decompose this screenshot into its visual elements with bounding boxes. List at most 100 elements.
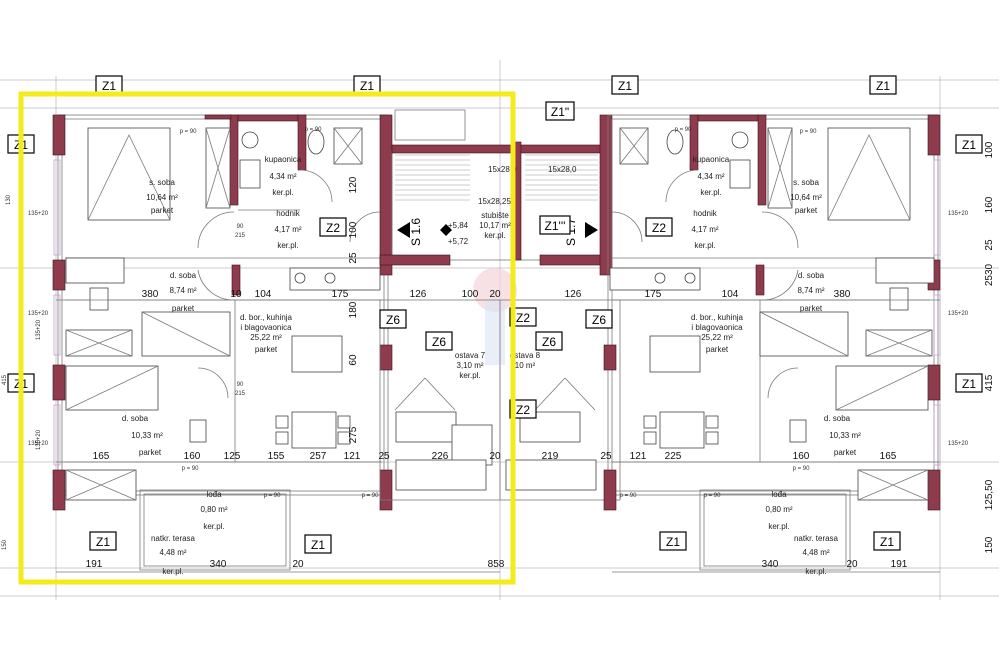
- edge-dim: 2530: [984, 263, 995, 286]
- room-finish: parket: [172, 304, 195, 313]
- room-area: 10,64 m²: [146, 193, 178, 202]
- dim-value: 20: [846, 559, 858, 570]
- stair-label-left: 15x28,0: [488, 165, 517, 174]
- left-unit-walls: [52, 114, 393, 511]
- dim-value: 175: [645, 289, 662, 300]
- room-finish: ker.pl.: [768, 522, 789, 531]
- room-finish: parket: [834, 448, 857, 457]
- dim-value: 10: [230, 289, 242, 300]
- note: 215: [235, 391, 246, 397]
- dim-value: 20: [292, 559, 304, 570]
- ostava-7-finish: ker.pl.: [459, 371, 480, 380]
- dim-value: 225: [665, 451, 682, 462]
- svg-text:Z2: Z2: [516, 403, 530, 417]
- note: p = 90: [180, 129, 198, 135]
- storage-area: ostava 7 3,10 m² ker.pl. ostava 8 10 m²: [379, 299, 621, 501]
- svg-text:Z1: Z1: [880, 535, 894, 549]
- edge-dim: 100: [984, 141, 995, 158]
- svg-text:Z6: Z6: [592, 313, 606, 327]
- edge-dim: 160: [984, 196, 995, 213]
- svg-text:Z1: Z1: [311, 538, 325, 552]
- room-area: 25,22 m²: [250, 333, 282, 342]
- room-area: 10,33 m²: [131, 431, 163, 440]
- tag-z1: Z1: [955, 373, 983, 393]
- svg-text:Z1''': Z1''': [545, 219, 566, 233]
- tag-z6: Z6: [425, 331, 453, 351]
- ostava-8-area: 10 m²: [515, 361, 536, 370]
- room-name: kupaonica: [265, 155, 302, 164]
- room-finish: ker.pl.: [277, 241, 298, 250]
- dim-value: 25: [348, 252, 359, 264]
- tag-z1-prime2: Z1''': [539, 215, 571, 235]
- room-area: 8,74 m²: [169, 286, 196, 295]
- room-area: 10,64 m²: [790, 193, 822, 202]
- room-area: 4,48 m²: [802, 548, 829, 557]
- svg-text:Z1": Z1": [551, 105, 569, 119]
- room-finish: parket: [139, 448, 162, 457]
- note: p = 90: [793, 466, 811, 472]
- svg-text:Z1: Z1: [360, 79, 374, 93]
- tag-z1: Z1: [89, 531, 117, 551]
- note: p = 90: [620, 493, 638, 499]
- edge-dim: 135+20: [36, 429, 42, 450]
- tag-z6: Z6: [379, 309, 407, 329]
- room-area: 0,80 m²: [765, 505, 792, 514]
- tag-z1-prime: Z1": [545, 101, 575, 121]
- dim-value: 120: [348, 176, 359, 193]
- room-name: d. soba: [798, 271, 825, 280]
- svg-text:Z1: Z1: [962, 377, 976, 391]
- dim-value: 20: [489, 451, 501, 462]
- room-finish: parket: [795, 206, 818, 215]
- room-name: s. soba: [149, 178, 175, 187]
- dim-value: 257: [310, 451, 327, 462]
- dim-value: 160: [184, 451, 201, 462]
- dim-value: 100: [348, 221, 359, 238]
- room-name-2: i blagovaonica: [691, 323, 743, 332]
- dim-value: 165: [93, 451, 110, 462]
- edge-dim: 130: [6, 194, 12, 205]
- elev-top: +5,84: [448, 221, 469, 230]
- watermark-logo: [473, 268, 517, 312]
- room-name: d. bor., kuhinja: [691, 313, 744, 322]
- highlight-frame: [18, 91, 516, 585]
- dim-value: 340: [762, 559, 779, 570]
- room-name: hodnik: [276, 209, 301, 218]
- section-arrow-right-icon: [585, 222, 598, 238]
- svg-text:Z6: Z6: [386, 313, 400, 327]
- svg-text:Z1: Z1: [618, 79, 632, 93]
- stair-name: stubište: [481, 211, 509, 220]
- dim-value: 126: [565, 289, 582, 300]
- svg-text:Z6: Z6: [432, 335, 446, 349]
- room-area: 4,17 m²: [691, 225, 718, 234]
- edge-dim: 135+20: [36, 319, 42, 340]
- svg-text:Z1: Z1: [102, 79, 116, 93]
- svg-text:Z1: Z1: [96, 535, 110, 549]
- note: 135+20: [28, 211, 49, 217]
- tag-z1: Z1: [95, 75, 123, 95]
- svg-text:Z1: Z1: [876, 79, 890, 93]
- tag-z2: Z2: [509, 307, 537, 327]
- room-area: 4,17 m²: [274, 225, 301, 234]
- room-name: natkr. terasa: [151, 534, 196, 543]
- dimension-text: 380 10 104 175 126 100 20 165 160 125 15…: [86, 176, 908, 570]
- dim-value: 165: [880, 451, 897, 462]
- room-area: 8,74 m²: [797, 286, 824, 295]
- opening-tags: Z1 Z1 Z1 Z1 Z1" Z1''' Z1 Z1 Z1 Z1 Z1 Z1 …: [7, 75, 983, 554]
- edge-dim: 150: [2, 539, 8, 550]
- dim-value: 100: [462, 289, 479, 300]
- tag-z6: Z6: [535, 331, 563, 351]
- tag-z2: Z2: [319, 217, 347, 237]
- note: 135+20: [28, 441, 49, 447]
- ostava-7-name: ostava 7: [455, 351, 486, 360]
- stair-finish: ker.pl.: [484, 231, 505, 240]
- dim-value: 858: [488, 559, 505, 570]
- room-finish: ker.pl.: [694, 241, 715, 250]
- room-finish: ker.pl.: [203, 522, 224, 531]
- level-marker-icon: [440, 224, 452, 236]
- dim-value: 340: [210, 559, 227, 570]
- tag-z1: Z1: [611, 75, 639, 95]
- section-arrow-left-icon: [397, 222, 410, 238]
- dimension-lines: [56, 299, 940, 573]
- dim-value: 226: [432, 451, 449, 462]
- room-name-2: i blagovaonica: [240, 323, 292, 332]
